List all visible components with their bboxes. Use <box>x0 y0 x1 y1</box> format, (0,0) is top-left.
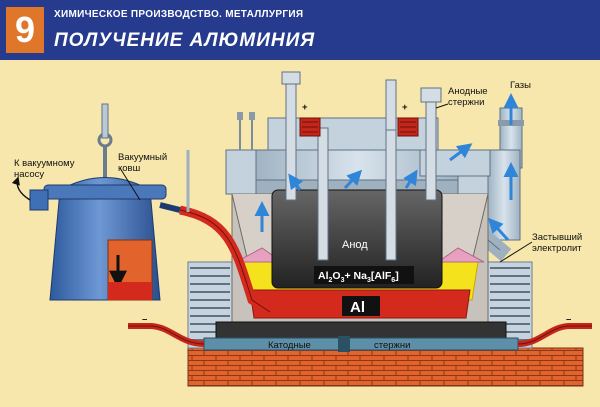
right-coil <box>487 261 533 349</box>
label-cathode-rods-left: Катодные <box>268 340 311 351</box>
label-aluminium: Al <box>350 299 365 316</box>
vacuum-pump-arrow <box>11 176 31 201</box>
label-cathode-rods-right: стержни <box>374 340 410 351</box>
anode-clamps <box>299 117 419 137</box>
brick-foundation <box>187 347 584 387</box>
anode-block <box>271 189 443 289</box>
label-anode: Анод <box>342 239 368 251</box>
minus-sign-right: – <box>566 314 571 325</box>
number-badge: 9 <box>6 7 44 53</box>
minus-sign-left: – <box>142 314 147 325</box>
plus-sign-right: + <box>402 102 408 113</box>
page-title: ПОЛУЧЕНИЕ АЛЮМИНИЯ <box>54 30 316 51</box>
label-gases: Газы <box>510 80 531 91</box>
plus-sign-left: + <box>302 102 308 113</box>
cathode-rods <box>203 337 519 351</box>
formula-box <box>314 266 414 284</box>
vacuum-ladle <box>29 103 181 301</box>
subtitle: ХИМИЧЕСКОЕ ПРОИЗВОДСТВО. МЕТАЛЛУРГИЯ <box>54 9 304 20</box>
label-electrolyte-formula: Al2O3+ Na3[AlF6] <box>318 270 399 284</box>
aluminium-box <box>342 296 380 316</box>
header-bar: 9 ХИМИЧЕСКОЕ ПРОИЗВОДСТВО. МЕТАЛЛУРГИЯ П… <box>0 0 600 60</box>
anode-rods <box>281 71 442 261</box>
left-coil <box>187 261 233 349</box>
